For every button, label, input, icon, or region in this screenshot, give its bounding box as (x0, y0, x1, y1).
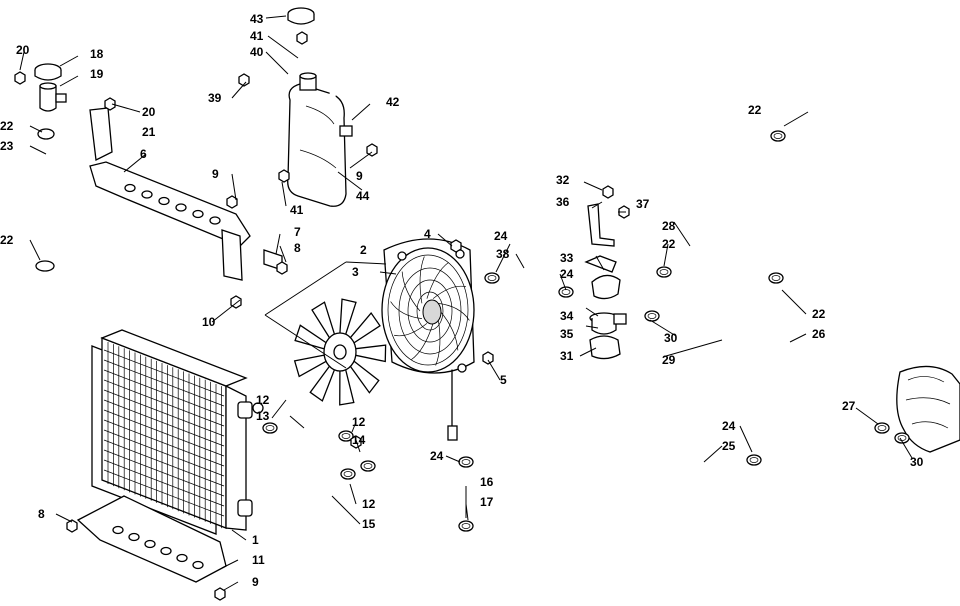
callout-35: 35 (560, 327, 574, 341)
upper-bracket (89, 107, 251, 281)
callout-30: 30 (910, 455, 924, 469)
water-pump-housing (896, 365, 960, 453)
hose-clamps (262, 130, 910, 532)
callout-9: 9 (252, 575, 259, 589)
callout-41: 41 (290, 203, 304, 217)
callout-42: 42 (386, 95, 400, 109)
callout-34: 34 (560, 309, 574, 323)
callout-33: 33 (560, 251, 574, 265)
callout-17: 17 (480, 495, 494, 509)
callout-37: 37 (636, 197, 650, 211)
callout-28: 28 (662, 219, 676, 233)
fan-blade (293, 298, 387, 406)
callout-38: 38 (496, 247, 510, 261)
callout-8: 8 (294, 241, 301, 255)
callout-15: 15 (362, 517, 376, 531)
callout-30: 30 (664, 331, 678, 345)
callout-16: 16 (480, 475, 494, 489)
callout-9: 9 (212, 167, 219, 181)
callout-36: 36 (556, 195, 570, 209)
callout-19: 19 (90, 67, 104, 81)
callout-22: 22 (0, 119, 14, 133)
callout-41: 41 (250, 29, 264, 43)
callout-11: 11 (252, 553, 265, 567)
callout-14: 14 (352, 433, 366, 447)
callout-31: 31 (560, 349, 574, 363)
fasteners (14, 31, 630, 601)
callout-26: 26 (812, 327, 826, 341)
callout-39: 39 (208, 91, 222, 105)
callout-9: 9 (356, 169, 363, 183)
callout-2: 2 (360, 243, 367, 257)
callout-22: 22 (812, 307, 826, 321)
callout-29: 29 (662, 353, 676, 367)
leader-lines (19, 15, 913, 591)
callout-24: 24 (430, 449, 444, 463)
callout-4: 4 (424, 227, 431, 241)
callout-1: 1 (252, 533, 259, 547)
callout-20: 20 (142, 105, 156, 119)
callout-24: 24 (560, 267, 574, 281)
callout-22: 22 (748, 103, 762, 117)
radiator (91, 329, 264, 535)
radiator-cap (34, 63, 67, 112)
callout-18: 18 (90, 47, 104, 61)
callout-3: 3 (352, 265, 359, 279)
callout-32: 32 (556, 173, 570, 187)
overflow-tank (287, 72, 353, 207)
callout-25: 25 (722, 439, 736, 453)
tank-cap (287, 7, 315, 25)
callout-21: 21 (142, 125, 156, 139)
callout-27: 27 (842, 399, 856, 413)
callout-23: 23 (0, 139, 14, 153)
callout-24: 24 (722, 419, 736, 433)
callout-12: 12 (352, 415, 366, 429)
callout-12: 12 (362, 497, 376, 511)
callout-13: 13 (256, 409, 270, 423)
fan-shroud (381, 238, 475, 441)
thermostat-housing (584, 255, 627, 360)
callout-20: 20 (16, 43, 30, 57)
callout-24: 24 (494, 229, 508, 243)
callout-10: 10 (202, 315, 216, 329)
callout-22: 22 (662, 237, 676, 251)
callout-40: 40 (250, 45, 264, 59)
callout-44: 44 (356, 189, 370, 203)
callout-5: 5 (500, 373, 507, 387)
callout-12: 12 (256, 393, 270, 407)
callout-43: 43 (250, 12, 264, 26)
callout-7: 7 (294, 225, 301, 239)
callout-6: 6 (140, 147, 147, 161)
callout-22: 22 (0, 233, 14, 247)
callout-8: 8 (38, 507, 45, 521)
